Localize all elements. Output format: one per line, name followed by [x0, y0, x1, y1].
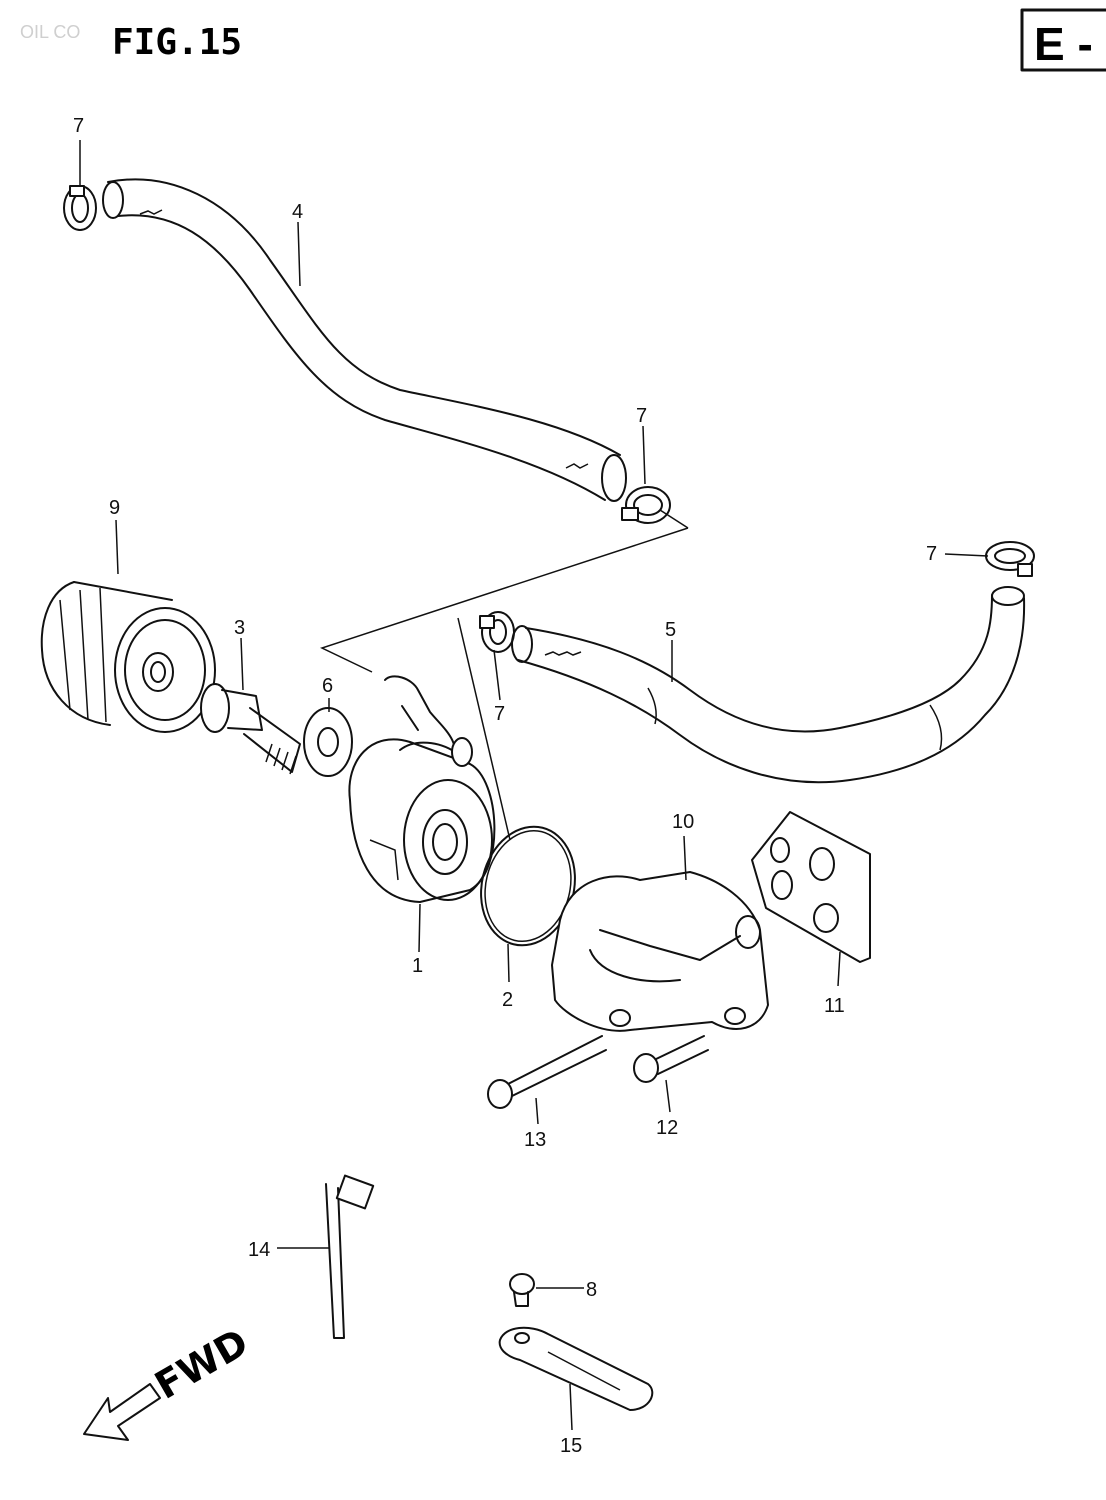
- callout-6: 6: [322, 675, 333, 697]
- callout-1: 1: [412, 955, 423, 977]
- callout-8: 8: [586, 1279, 597, 1301]
- callout-11: 11: [824, 995, 845, 1017]
- callout-13: 13: [524, 1129, 546, 1151]
- callout-10: 10: [672, 811, 694, 833]
- callout-7-mid: 7: [636, 405, 647, 427]
- oil-cooler-1: [348, 675, 496, 903]
- fwd-label: FWD: [148, 1320, 256, 1408]
- figure-title: FIG.15: [112, 22, 242, 63]
- union-bolt-3: [200, 683, 301, 775]
- forward-direction-indicator: FWD: [83, 1320, 256, 1441]
- section-box: E -: [1020, 8, 1106, 72]
- callout-2: 2: [502, 989, 513, 1011]
- hose-5: [511, 586, 1026, 784]
- bracket-15: [498, 1326, 654, 1411]
- bolt-13: [487, 1035, 607, 1109]
- callout-7-top-left: 7: [73, 115, 84, 137]
- clamp-7-right: [985, 541, 1035, 577]
- section-box-label: E -: [1034, 18, 1093, 70]
- washer-6: [303, 707, 353, 777]
- callout-9: 9: [109, 497, 120, 519]
- clamp-7-mid: [621, 486, 671, 524]
- callout-4: 4: [292, 201, 303, 223]
- callout-leaders: [79, 140, 989, 1431]
- connection-lines: [319, 509, 689, 841]
- bolt-12: [633, 1035, 709, 1083]
- housing-10: [551, 871, 769, 1032]
- hose-4: [102, 178, 627, 502]
- callout-12: 12: [656, 1117, 678, 1139]
- bolt-8: [509, 1273, 535, 1307]
- callout-3: 3: [234, 617, 245, 639]
- clamp-7-top-left: [63, 185, 97, 231]
- faint-header-text: OIL CO: [20, 22, 80, 42]
- callout-15: 15: [560, 1435, 582, 1457]
- cable-tie-14: [325, 1174, 375, 1339]
- callout-7-right: 7: [926, 543, 937, 565]
- callout-5: 5: [665, 619, 676, 641]
- gasket-11: [751, 811, 871, 963]
- oil-filter-9: [40, 581, 216, 733]
- callout-14: 14: [248, 1239, 270, 1261]
- clamp-7-lower: [479, 611, 515, 653]
- callout-7-lower: 7: [494, 703, 505, 725]
